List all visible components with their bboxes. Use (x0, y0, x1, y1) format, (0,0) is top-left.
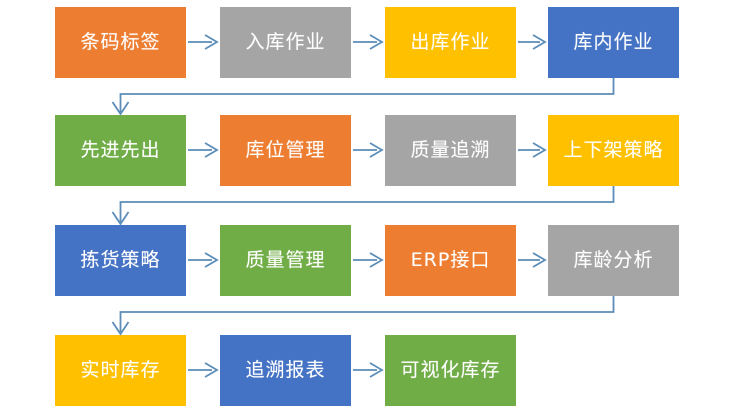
arrow-right-icon (351, 138, 385, 162)
flow-node-r1-c1[interactable]: 条码标签 (55, 7, 186, 78)
flow-node-label: 条码标签 (80, 31, 161, 53)
flow-node-r2-c4[interactable]: 上下架策略 (548, 115, 679, 186)
flow-node-r3-c1[interactable]: 拣货策略 (55, 225, 186, 296)
arrow-right-icon (516, 248, 548, 272)
flow-node-r4-c2[interactable]: 追溯报表 (220, 335, 351, 406)
flow-node-label: 质量追溯 (410, 139, 491, 161)
flow-row-4: 实时库存 追溯报表 可视化库存 (0, 335, 732, 406)
flow-node-r3-c4[interactable]: 库龄分析 (548, 225, 679, 296)
arrow-right-icon (186, 30, 220, 54)
flow-node-r3-c3[interactable]: ERP接口 (385, 225, 516, 296)
arrow-right-icon (351, 30, 385, 54)
flow-node-label: 库龄分析 (573, 249, 654, 271)
arrow-right-icon (516, 138, 548, 162)
flow-node-r2-c2[interactable]: 库位管理 (220, 115, 351, 186)
arrow-right-icon (351, 358, 385, 382)
flow-node-r1-c4[interactable]: 库内作业 (548, 7, 679, 78)
flow-node-label: 可视化库存 (400, 359, 501, 381)
flow-node-r1-c2[interactable]: 入库作业 (220, 7, 351, 78)
flow-node-label: 实时库存 (80, 359, 161, 381)
connector-row3-to-row4 (0, 296, 732, 336)
flow-node-label: 质量管理 (245, 249, 326, 271)
flow-node-label: 入库作业 (245, 31, 326, 53)
connector-row2-to-row3 (0, 186, 732, 226)
flow-node-label: ERP接口 (410, 249, 491, 271)
flow-node-label: 拣货策略 (80, 249, 161, 271)
flow-node-label: 库内作业 (573, 31, 654, 53)
arrow-right-icon (186, 358, 220, 382)
flow-row-2: 先进先出 库位管理 质量追溯 上下架策略 (0, 115, 732, 186)
flow-node-r2-c1[interactable]: 先进先出 (55, 115, 186, 186)
arrow-right-icon (186, 248, 220, 272)
flow-node-r3-c2[interactable]: 质量管理 (220, 225, 351, 296)
connector-row1-to-row2 (0, 78, 732, 116)
flow-node-label: 上下架策略 (563, 139, 664, 161)
flow-node-r2-c3[interactable]: 质量追溯 (385, 115, 516, 186)
flow-node-label: 追溯报表 (245, 359, 326, 381)
arrow-right-icon (516, 30, 548, 54)
flow-node-r4-c3[interactable]: 可视化库存 (385, 335, 516, 406)
flow-node-r1-c3[interactable]: 出库作业 (385, 7, 516, 78)
flow-node-label: 先进先出 (80, 139, 161, 161)
flow-node-label: 库位管理 (245, 139, 326, 161)
arrow-right-icon (186, 138, 220, 162)
arrow-right-icon (351, 248, 385, 272)
flow-row-1: 条码标签 入库作业 出库作业 库内作业 (0, 7, 732, 78)
flow-node-r4-c1[interactable]: 实时库存 (55, 335, 186, 406)
flow-node-label: 出库作业 (410, 31, 491, 53)
flow-row-3: 拣货策略 质量管理 ERP接口 库龄分析 (0, 225, 732, 296)
